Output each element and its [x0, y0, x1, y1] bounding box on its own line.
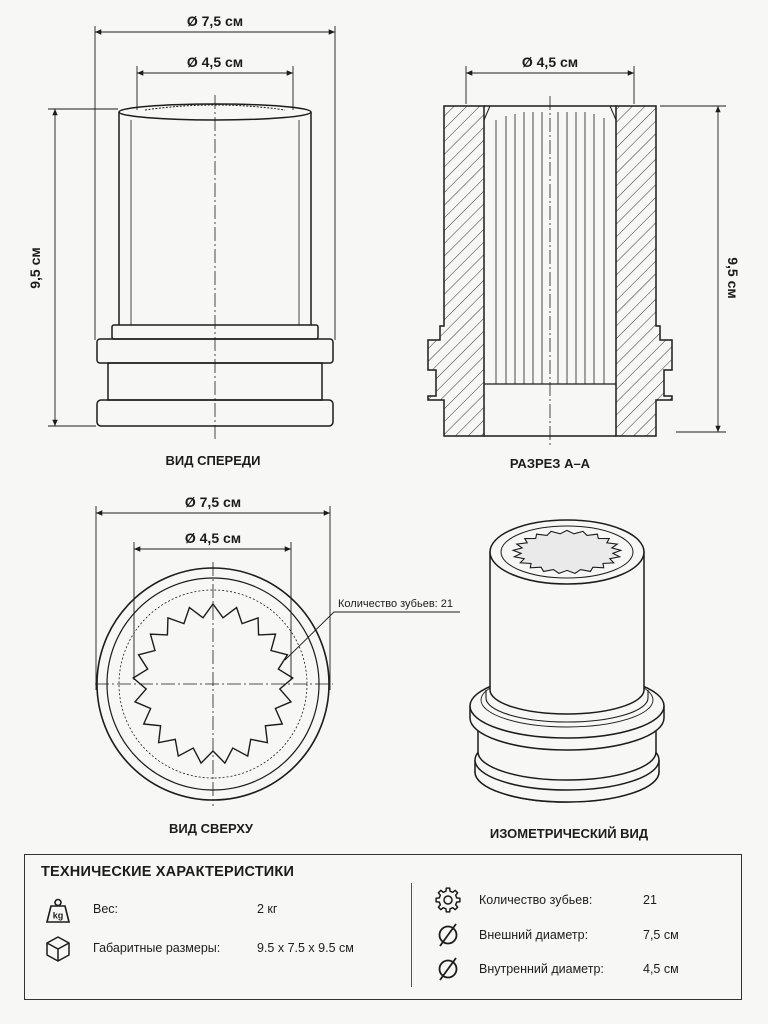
top-view-caption: ВИД СВЕРХУ	[169, 821, 254, 836]
front-height: 9,5 см	[27, 247, 43, 289]
weight-value: 2 кг	[257, 902, 278, 916]
outer-diameter-label: Внешний диаметр:	[479, 928, 589, 942]
front-view	[96, 95, 334, 440]
box-icon	[46, 936, 70, 962]
diameter-icon	[438, 923, 458, 947]
spec-weight: kg Вес: 2 кг	[43, 895, 403, 925]
section-view	[427, 105, 673, 437]
spec-outer-diameter: Внешний диаметр: 7,5 см	[433, 920, 733, 950]
front-view-caption: ВИД СПЕРЕДИ	[166, 453, 261, 468]
spec-inner-diameter: Внутренний диаметр: 4,5 см	[433, 954, 733, 984]
inner-diameter-value: 4,5 см	[643, 962, 679, 976]
section-height: 9,5 см	[725, 257, 741, 299]
specs-title: ТЕХНИЧЕСКИЕ ХАРАКТЕРИСТИКИ	[41, 864, 295, 880]
front-outer-diameter: Ø 7,5 см	[187, 13, 243, 29]
teeth-label: Количество зубьев:	[479, 893, 593, 907]
size-label: Габаритные размеры:	[93, 941, 221, 955]
diameter-icon	[438, 957, 458, 981]
iso-spline	[511, 529, 623, 574]
outer-diameter-value: 7,5 см	[643, 928, 679, 942]
top-dimensions	[95, 506, 460, 690]
specs-table: ТЕХНИЧЕСКИЕ ХАРАКТЕРИСТИКИ kg Вес: 2 кг …	[24, 854, 742, 1000]
size-value: 9.5 x 7.5 x 9.5 см	[257, 941, 354, 955]
front-inner-diameter: Ø 4,5 см	[187, 54, 243, 70]
section-dimensions	[465, 66, 726, 433]
weight-icon: kg	[45, 898, 71, 923]
spec-dimensions: Габаритные размеры: 9.5 x 7.5 x 9.5 см	[43, 933, 403, 963]
section-caption: РАЗРЕЗ А–А	[510, 456, 591, 471]
top-view	[95, 562, 333, 806]
weight-icon-text: kg	[53, 911, 64, 921]
isometric-view	[469, 519, 665, 803]
inner-diameter-label: Внутренний диаметр:	[479, 962, 604, 976]
top-outer-diameter: Ø 7,5 см	[185, 494, 241, 510]
spec-teeth: Количество зубьев: 21	[433, 885, 733, 915]
weight-label: Вес:	[93, 902, 119, 916]
section-inner-diameter: Ø 4,5 см	[522, 54, 578, 70]
specs-divider	[411, 883, 412, 987]
technical-drawing: Ø 7,5 см Ø 4,5 см 9,5 см ВИД СПЕРЕДИ	[27, 13, 741, 841]
gear-icon	[435, 887, 461, 913]
top-inner-diameter: Ø 4,5 см	[185, 530, 241, 546]
teeth-count-callout: Количество зубьев: 21	[338, 598, 453, 610]
front-dimensions	[48, 26, 336, 427]
section-splines	[495, 96, 605, 446]
iso-caption: ИЗОМЕТРИЧЕСКИЙ ВИД	[490, 826, 649, 841]
teeth-value: 21	[643, 893, 657, 907]
